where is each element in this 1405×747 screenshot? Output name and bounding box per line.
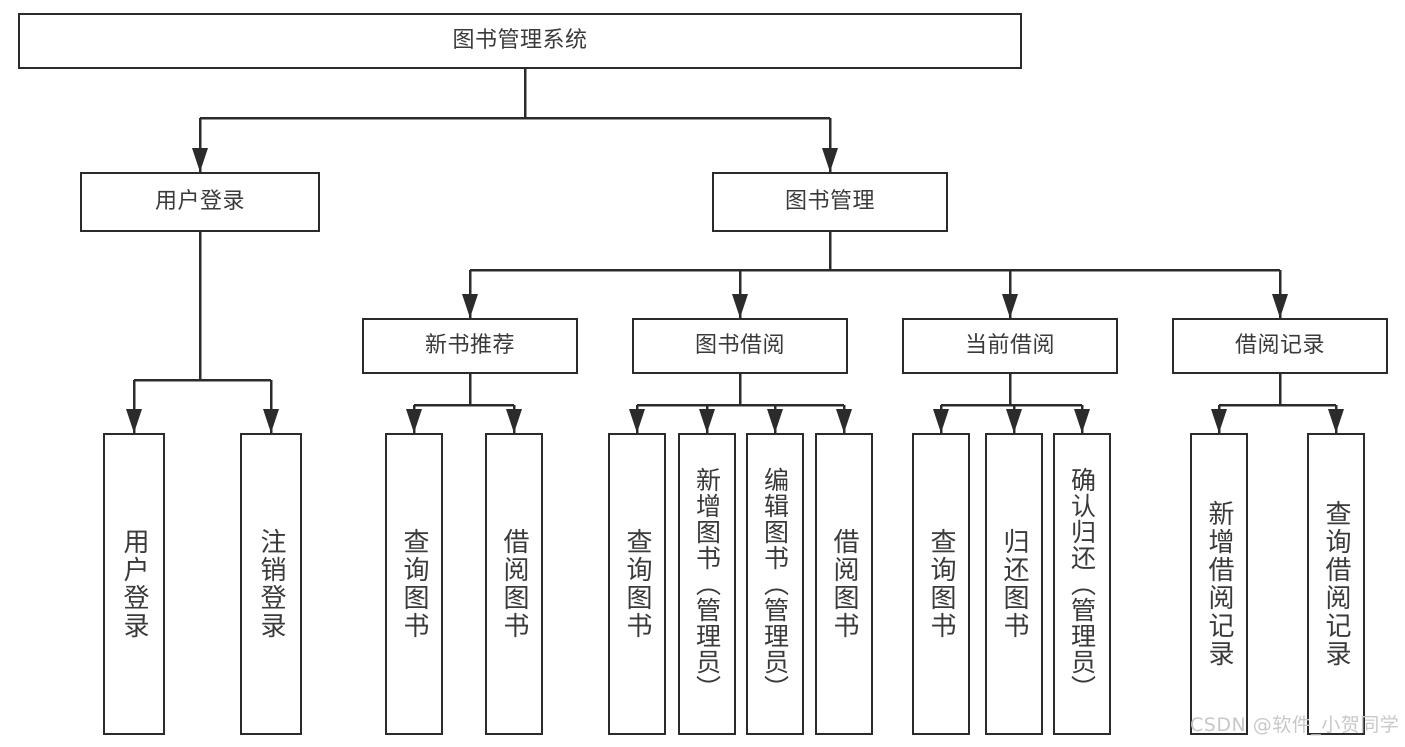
node-label: 查询图书 (926, 528, 956, 640)
node-label: 查询借阅记录 (1321, 500, 1351, 668)
leaf-current-return-book[interactable]: 归还图书 (985, 433, 1043, 735)
leaf-borrow-query-book[interactable]: 查询图书 (608, 433, 666, 735)
node-label: 借阅记录 (1234, 333, 1325, 359)
leaf-borrow-edit-book-admin[interactable]: 编辑图书（管理员） (746, 433, 804, 735)
leaf-user-login[interactable]: 用户登录 (103, 433, 165, 735)
node-label: 新书推荐 (424, 333, 515, 359)
node-label: 图书管理系统 (452, 28, 588, 54)
node-book-management[interactable]: 图书管理 (712, 172, 948, 232)
node-label: 编辑图书（管理员） (760, 467, 790, 701)
leaf-recommend-borrow-book[interactable]: 借阅图书 (485, 433, 543, 735)
leaf-record-query-borrow-record[interactable]: 查询借阅记录 (1307, 433, 1365, 735)
node-label: 借阅图书 (829, 528, 859, 640)
node-book-borrow[interactable]: 图书借阅 (632, 318, 848, 374)
leaf-current-query-book[interactable]: 查询图书 (912, 433, 970, 735)
leaf-current-confirm-return-admin[interactable]: 确认归还（管理员） (1053, 433, 1111, 735)
node-new-book-recommend[interactable]: 新书推荐 (362, 318, 578, 374)
node-label: 查询图书 (399, 528, 429, 640)
node-label: 查询图书 (622, 528, 652, 640)
node-label: 图书借阅 (694, 333, 785, 359)
leaf-borrow-borrow-book[interactable]: 借阅图书 (815, 433, 873, 735)
node-current-borrow[interactable]: 当前借阅 (902, 318, 1118, 374)
node-label: 注销登录 (256, 528, 286, 640)
leaf-user-logout[interactable]: 注销登录 (240, 433, 302, 735)
node-label: 当前借阅 (964, 333, 1055, 359)
node-label: 图书管理 (784, 189, 875, 215)
leaf-borrow-add-book-admin[interactable]: 新增图书（管理员） (678, 433, 736, 735)
node-label: 新增图书（管理员） (692, 467, 722, 701)
node-label: 归还图书 (999, 528, 1029, 640)
node-user-login[interactable]: 用户登录 (80, 172, 320, 232)
node-label: 用户登录 (154, 189, 245, 215)
node-label: 新增借阅记录 (1204, 500, 1234, 668)
node-label: 确认归还（管理员） (1067, 467, 1097, 701)
node-label: 用户登录 (119, 528, 149, 640)
node-root-system[interactable]: 图书管理系统 (18, 13, 1022, 69)
node-label: 借阅图书 (499, 528, 529, 640)
leaf-recommend-query-book[interactable]: 查询图书 (385, 433, 443, 735)
leaf-record-add-borrow-record[interactable]: 新增借阅记录 (1190, 433, 1248, 735)
node-borrow-record[interactable]: 借阅记录 (1172, 318, 1388, 374)
